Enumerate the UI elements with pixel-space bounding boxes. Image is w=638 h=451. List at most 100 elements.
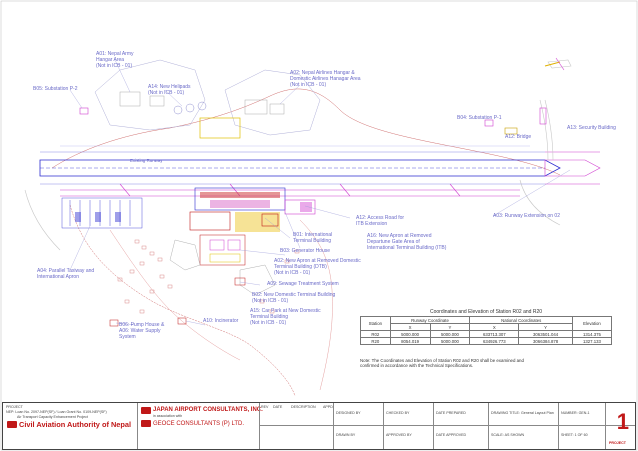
header-elevation: Elevation (571, 316, 613, 331)
substation-p2 (79, 107, 89, 115)
hangar-area-north (94, 59, 321, 139)
runway-extension (544, 151, 601, 185)
drawing-title: DRAWING TITLE: General Layout Plan (491, 411, 554, 415)
terminal-complex (189, 187, 316, 232)
parallel-taxiway (60, 183, 520, 197)
divider (259, 403, 260, 449)
project-heading: PROJECT (6, 405, 23, 409)
consultant-geoce: GEOCE CONSULTANTS (P) LTD. (153, 421, 245, 427)
date-prepared: DATE PREPARED (436, 411, 466, 415)
drawn-by: DRAWN BY (336, 433, 356, 437)
divider (333, 403, 334, 449)
cell-national-x: 634926.773 (469, 337, 520, 345)
header-y: Y (518, 323, 573, 331)
security-building (539, 107, 547, 125)
label-parallel-taxiway: A04: Parallel Taxiway and International … (37, 268, 95, 280)
leader-lines (69, 59, 571, 326)
coordinates-note: Note: The Coordinates and Elevation of S… (360, 358, 524, 369)
divider (488, 403, 489, 449)
label-runway-extension: A03: Runway Extension on 02 (493, 213, 560, 219)
cell-station: R20 (360, 337, 391, 345)
header-x: X (469, 323, 520, 331)
label-access-road: A12: Access Road for ITB Extension (356, 215, 405, 227)
bridge (504, 127, 518, 135)
domestic-area (169, 234, 276, 296)
coordinates-table: Coordinates and Elevation of Station R02… (360, 309, 613, 345)
description-header: DESCRIPTION (291, 405, 316, 409)
divider (433, 403, 434, 449)
project-loan: NEP: Loan No. 2097-NEP(SF) / Loan Grant … (6, 410, 107, 414)
label-nepal-army-hangar: A01: Nepal Army Hangar Area (Not in ICB … (96, 51, 134, 69)
consultant-association: in association with (153, 414, 183, 418)
caan-logo-icon (7, 421, 17, 428)
approved-by: APPROVED BY (386, 433, 412, 437)
east-road (519, 99, 561, 226)
divider (383, 403, 384, 449)
label-substation-p2: B05: Substation P-2 (33, 86, 78, 92)
label-international-terminal: B01: International Terminal Building (293, 232, 333, 244)
project-name: Air Transport Capacity Enhancement Proje… (17, 415, 88, 419)
southern-boundary (69, 204, 296, 397)
appd-header: APPD (323, 405, 333, 409)
north-arrow-icon (544, 57, 572, 71)
divider (605, 403, 606, 449)
cell-national-y: 3066384.878 (518, 337, 573, 345)
date-approved: DATE APPROVED (436, 433, 467, 437)
rev-header: REV (261, 405, 269, 409)
sheet-suffix: PROJECT (609, 441, 626, 445)
label-new-apron-itb: A16: New Apron at Removed Departune Gate… (367, 233, 447, 251)
substation-p1 (484, 119, 494, 127)
airport-boundary (51, 88, 561, 176)
sewage-treatment (234, 277, 246, 286)
date-header: DATE (273, 405, 283, 409)
label-car-park: A15: Car Park at New Domestic Terminal B… (250, 308, 321, 326)
cell-station: R02 (360, 330, 391, 338)
designed-by: DESIGNED BY (336, 411, 361, 415)
divider (137, 403, 138, 449)
header-runway-coordinate: Runway Coordinate (389, 316, 471, 324)
label-new-helipads: A14: New Helipads (Not in ICB - 01) (148, 84, 191, 96)
cell-national-y: 3063501.044 (518, 330, 573, 338)
coordinates-table-title: Coordinates and Elevation of Station R02… (429, 309, 543, 315)
cell-runway-y: 5000.000 (429, 337, 471, 345)
table-row: R02 5000.000 5000.000 633713.307 3063501… (360, 330, 613, 338)
label-pump-house: B06: Pump House & A06: Water Supply Syst… (119, 322, 165, 340)
label-sewage-treatment: A09: Sewage Treatment System (267, 281, 339, 287)
pump-house (109, 319, 119, 327)
table-row: R20 8054.019 5000.000 634926.773 3066384… (360, 337, 613, 345)
divider (259, 425, 635, 426)
header-x: X (389, 323, 431, 331)
cell-runway-x: 5000.000 (389, 330, 431, 338)
label-security-building: A13: Security Building (567, 125, 616, 131)
cell-national-x: 633713.307 (469, 330, 520, 338)
label-incinerator: A10: Incinerator (203, 318, 239, 324)
drawing-scale: SCALE: AS SHOWN (491, 433, 525, 437)
jac-logo-icon (141, 407, 151, 414)
label-existing-runway: Existing Runway (130, 158, 163, 163)
owner-name: Civil Aviation Authority of Nepal (19, 420, 132, 429)
sheet-count: SHEET: 1 OF 60 (561, 433, 588, 437)
consultant-jac: JAPAN AIRPORT CONSULTANTS, INC. (153, 407, 263, 413)
drawing-number: NUMBER: GEN-1 (561, 411, 590, 415)
label-new-apron-domestic: A02: New Apron at Removed Domestic Termi… (274, 258, 361, 276)
sheet-number: 1 (616, 409, 629, 434)
header-national-coordinates: National Coordinates (469, 316, 573, 324)
title-block: PROJECT NEP: Loan No. 2097-NEP(SF) / Loa… (2, 402, 636, 450)
cell-runway-x: 8054.019 (389, 337, 431, 345)
label-generator-house: B03: Generator House (280, 248, 331, 254)
header-station: Station (360, 316, 391, 331)
international-apron (61, 197, 143, 229)
label-new-domestic-terminal: B02: New Domestic Terminal Building (Not… (252, 292, 336, 304)
cell-runway-y: 5000.000 (429, 330, 471, 338)
helipads (173, 101, 207, 115)
header-y: Y (429, 323, 471, 331)
divider (558, 403, 559, 449)
checked-by: CHECKED BY (386, 411, 410, 415)
cell-elevation: 1327.133 (571, 337, 613, 345)
label-substation-p1: B04: Substation P-1 (457, 115, 502, 121)
runway (39, 145, 561, 185)
cell-elevation: 1314.375 (571, 330, 613, 338)
apron-shading (75, 212, 121, 222)
